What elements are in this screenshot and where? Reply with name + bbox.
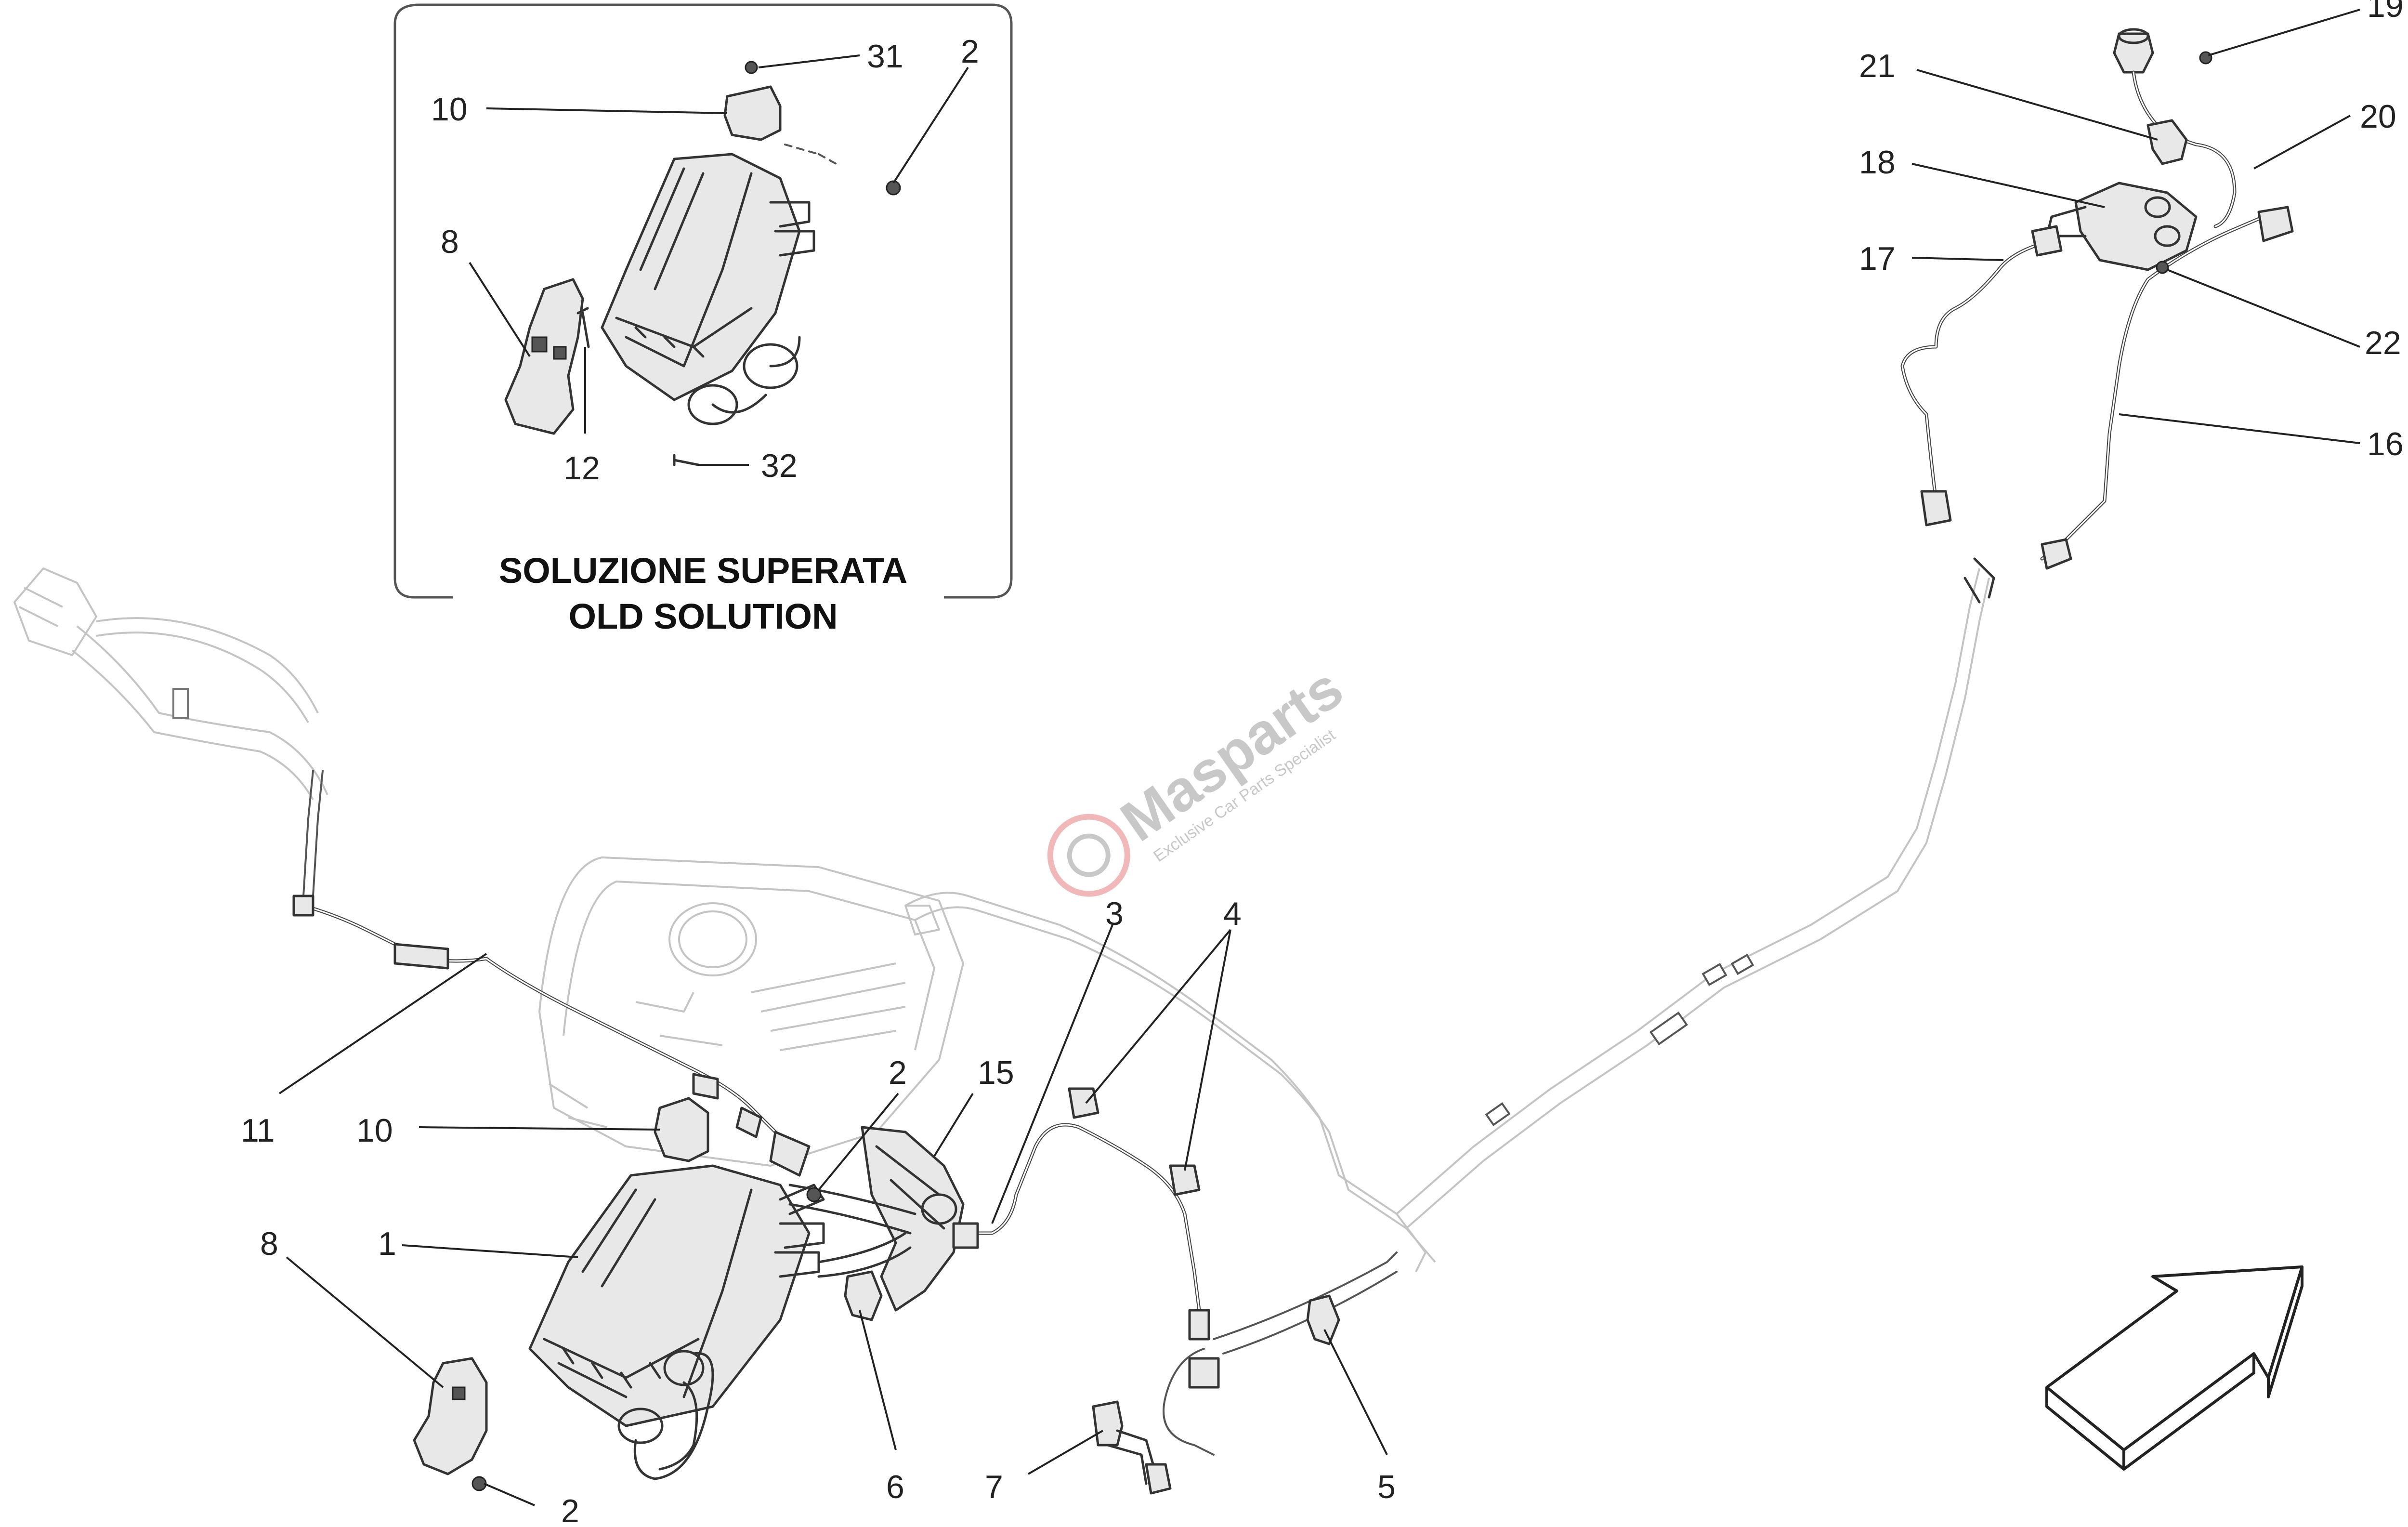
inset-nut-31 — [745, 61, 758, 74]
callout-inset-32: 32 — [761, 448, 798, 484]
direction-arrow-icon — [2045, 1265, 2303, 1451]
bracket-10 — [654, 1097, 709, 1162]
callout-19: 19 — [2367, 0, 2404, 24]
filler-neck — [13, 567, 328, 897]
callout-6: 6 — [886, 1469, 904, 1505]
callout-18: 18 — [1859, 144, 1896, 181]
callout-1: 1 — [378, 1225, 396, 1262]
inset-title-english: OLD SOLUTION — [568, 596, 838, 636]
watermark-logo-icon — [1047, 814, 1130, 897]
purge-valve-assembly — [1900, 28, 2294, 570]
inset-frame — [393, 3, 1013, 599]
bracket-8 — [413, 1357, 488, 1475]
callout-15: 15 — [978, 1054, 1014, 1091]
callout-8: 8 — [260, 1225, 278, 1262]
callout-21: 21 — [1859, 48, 1896, 84]
inset-bolt-12 — [576, 307, 590, 348]
callout-11: 11 — [241, 1112, 275, 1149]
callout-inset-12: 12 — [563, 450, 600, 487]
callout-4: 4 — [1223, 895, 1242, 932]
long-fuel-line — [904, 557, 1995, 1456]
callout-inset-2: 2 — [961, 33, 979, 70]
clip-6 — [844, 1270, 883, 1321]
inset-nut-2 — [886, 180, 901, 196]
fuel-tank-outline — [538, 856, 964, 1167]
callout-20: 20 — [2360, 98, 2396, 135]
callout-inset-10: 10 — [431, 91, 468, 128]
callout-inset-8: 8 — [441, 224, 459, 260]
nut-22 — [2156, 261, 2169, 274]
inset-bracket-10 — [723, 85, 782, 141]
callout-5: 5 — [1377, 1469, 1396, 1505]
nut-19 — [2199, 51, 2212, 65]
charcoal-canister-1 — [528, 1164, 825, 1480]
callout-22: 22 — [2365, 325, 2401, 361]
callout-7: 7 — [985, 1469, 1003, 1505]
inset-old-solution — [393, 3, 1013, 599]
leader-lines — [278, 9, 2360, 1506]
callout-3: 3 — [1105, 895, 1124, 932]
nut-2-mid — [806, 1187, 822, 1202]
callout-17: 17 — [1859, 240, 1896, 277]
callout-10: 10 — [356, 1112, 393, 1149]
valve-15 — [788, 1126, 965, 1312]
inset-canister-drawing — [601, 153, 815, 425]
inset-bolt-32 — [673, 454, 700, 466]
pipe-3 — [952, 1123, 1210, 1341]
nut-2-bottom — [471, 1476, 487, 1491]
callout-inset-31: 31 — [867, 38, 903, 75]
sensor-7 — [1092, 1400, 1172, 1495]
inset-title-italian: SOLUZIONE SUPERATA — [499, 551, 907, 591]
callout-2-bottom: 2 — [561, 1493, 579, 1527]
callout-16: 16 — [2367, 426, 2404, 462]
inset-bracket-8 — [504, 278, 584, 435]
pipe-11 — [292, 895, 811, 1177]
watermark: Masparts Exclusive Car Parts Specialist — [1047, 655, 1354, 897]
clip-5 — [1306, 1294, 1340, 1345]
callout-2-mid: 2 — [889, 1054, 907, 1091]
